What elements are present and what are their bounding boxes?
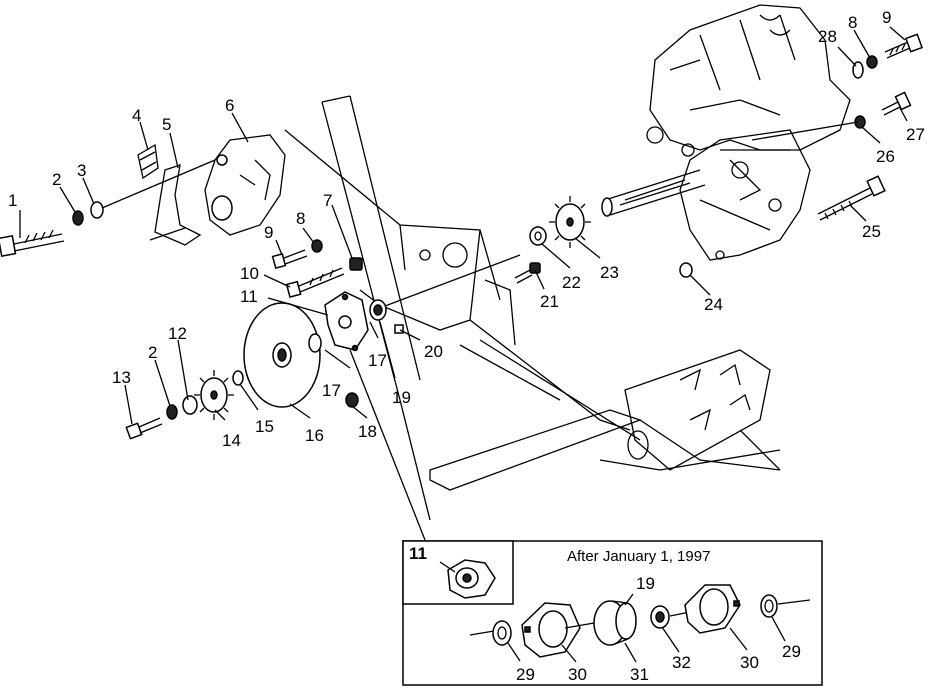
callout-27: 27 [906,125,925,144]
callout-15: 15 [255,417,274,436]
callout-26: 26 [876,147,895,166]
engine-housing [646,4,851,157]
callout-24: 24 [704,295,723,314]
inset-box: After January 1, 1997 11 [402,540,823,686]
callout-2-lower: 2 [148,343,157,362]
callout-19-inset: 19 [636,574,655,593]
callout-1: 1 [8,191,17,210]
callout-12: 12 [168,324,187,343]
callout-9: 9 [264,223,273,242]
callout-16: 16 [305,426,324,445]
drive-shaft [601,169,706,217]
callout-31: 31 [630,665,649,684]
callout-25: 25 [862,222,881,241]
leader-lines [19,26,908,541]
lower-frame-rail [429,409,781,491]
callout-9-right: 9 [882,8,891,27]
inset-caption: After January 1, 1997 [567,548,710,565]
callout-29-left: 29 [516,665,535,684]
callout-28: 28 [818,27,837,46]
callout-7: 7 [323,191,332,210]
silencer-assembly [624,349,781,471]
callout-3: 3 [77,161,86,180]
callout-8: 8 [296,209,305,228]
callout-18: 18 [358,422,377,441]
callout-29-right: 29 [782,642,801,661]
callout-14: 14 [222,431,241,450]
callout-30-left: 30 [568,665,587,684]
callout-20: 20 [424,342,443,361]
callout-21: 21 [540,292,559,311]
callout-30-right: 30 [740,653,759,672]
parts-middle [125,239,521,440]
callout-13: 13 [112,368,131,387]
callout-5: 5 [162,115,171,134]
callout-labels: 1 2 3 4 5 6 7 8 9 10 11 12 13 2 14 15 16… [8,8,925,684]
sprocket-23 [549,196,591,248]
callout-11: 11 [240,287,258,306]
frame-structure [284,95,641,521]
callout-19: 19 [392,388,411,407]
parts-left [0,134,286,257]
callout-4: 4 [132,106,141,125]
callout-2: 2 [52,170,61,189]
callout-6: 6 [225,96,234,115]
callout-10: 10 [240,264,259,283]
parts-right [514,33,923,284]
callout-17-lower: 17 [322,381,341,400]
callout-17-upper: 17 [368,351,387,370]
inset-detail-label: 11 [409,544,427,563]
callout-8-right: 8 [848,13,857,32]
callout-32: 32 [672,653,691,672]
chaincase-housing [679,129,811,261]
callout-22: 22 [562,273,581,292]
callout-23: 23 [600,263,619,282]
sprocket-14 [194,370,234,420]
